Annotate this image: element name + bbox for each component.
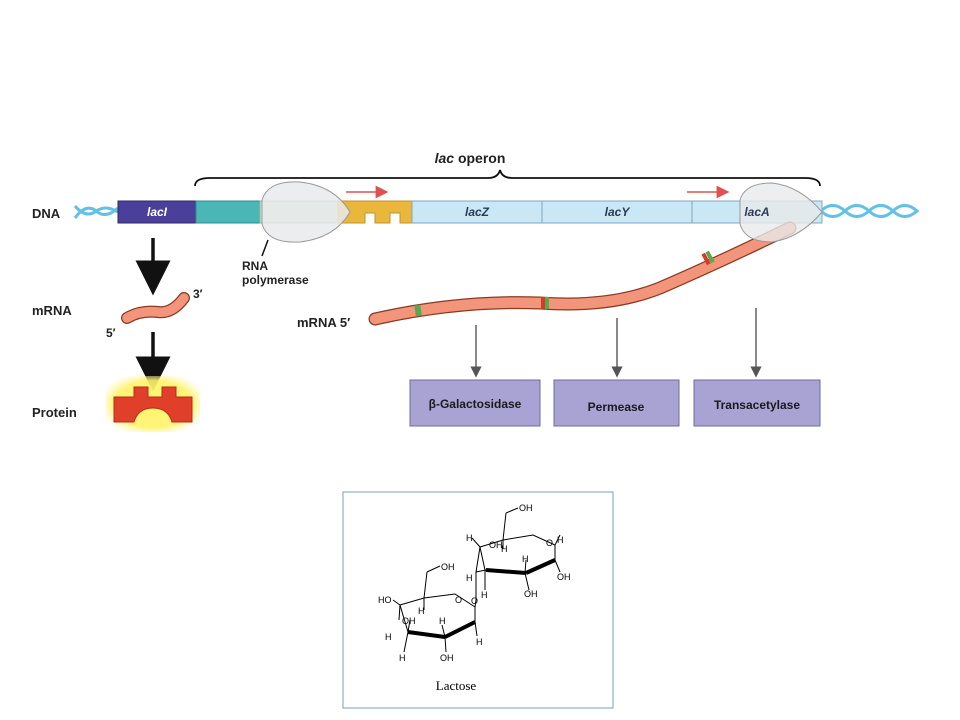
svg-text:OH: OH (402, 616, 416, 626)
svg-text:H: H (418, 606, 425, 616)
operator-region (195, 200, 261, 224)
galactosidase-label: β-Galactosidase (429, 397, 522, 411)
lactose-labels: OH O H OH H H H OH H OH H O OH HO H O OH… (378, 503, 571, 663)
svg-text:OH: OH (489, 540, 503, 550)
left-mrna-label: mRNA (32, 303, 72, 318)
operon-title-italic: lac (435, 150, 455, 166)
svg-text:H: H (466, 533, 473, 543)
polymerase-label-line2: polymerase (242, 273, 309, 287)
svg-text:H: H (466, 573, 473, 583)
svg-text:O: O (471, 596, 478, 606)
polymerase-label-line1: RNA (242, 259, 268, 273)
lactose-structure (392, 507, 561, 653)
repressor-protein (113, 386, 193, 423)
svg-text:OH: OH (519, 503, 533, 513)
polymerase-label: RNA polymerase (242, 259, 309, 287)
svg-text:H: H (439, 616, 446, 626)
svg-text:OH: OH (524, 589, 538, 599)
svg-text:H: H (557, 535, 564, 545)
transacetylase-label: Transacetylase (714, 398, 800, 412)
mrna-stop-marker-1 (541, 297, 545, 309)
mrna-start-marker-1 (414, 304, 422, 317)
dna-label: DNA (32, 206, 61, 221)
mrna-start-marker-3 (705, 250, 715, 264)
svg-text:H: H (476, 637, 483, 647)
lactose-structure-box (342, 491, 614, 709)
transacetylase-box (693, 379, 821, 427)
svg-text:H: H (501, 544, 508, 554)
permease-box (553, 379, 680, 427)
svg-text:OH: OH (440, 653, 454, 663)
svg-text:HO: HO (378, 595, 392, 605)
svg-text:OH: OH (441, 562, 455, 572)
svg-text:lac operon: lac operon (435, 150, 506, 166)
galactosidase-box (409, 379, 541, 427)
operon-brace (194, 169, 821, 187)
permease-label: Permease (588, 400, 645, 414)
operon-title: lac operon (435, 150, 506, 166)
lactose-caption: Lactose (436, 678, 477, 693)
mrna-stop-marker-2 (701, 252, 711, 266)
laci-label: lacI (147, 205, 168, 219)
dna-helix-left (73, 205, 120, 219)
svg-text:O: O (546, 538, 553, 548)
svg-text:H: H (522, 554, 529, 564)
svg-text:H: H (385, 632, 392, 642)
three-prime-left: 3′ (193, 287, 203, 301)
svg-text:H: H (481, 590, 488, 600)
lacz-label: lacZ (465, 205, 490, 219)
svg-text:OH: OH (557, 572, 571, 582)
laca-label: lacA (744, 205, 769, 219)
rna-polymerase-right (739, 182, 823, 243)
mrna-start-marker-2 (545, 297, 549, 309)
svg-text:O: O (455, 595, 462, 605)
five-prime-left: 5′ (106, 326, 116, 340)
rna-polymerase-left (261, 181, 351, 243)
main-mrna-label: mRNA 5′ (297, 315, 350, 330)
operon-title-rest: operon (454, 150, 505, 166)
dna-helix-right (821, 204, 920, 218)
protein-label: Protein (32, 405, 77, 420)
lacy-label: lacY (605, 205, 631, 219)
polymerase-pointer (261, 239, 269, 257)
svg-text:H: H (399, 653, 406, 663)
